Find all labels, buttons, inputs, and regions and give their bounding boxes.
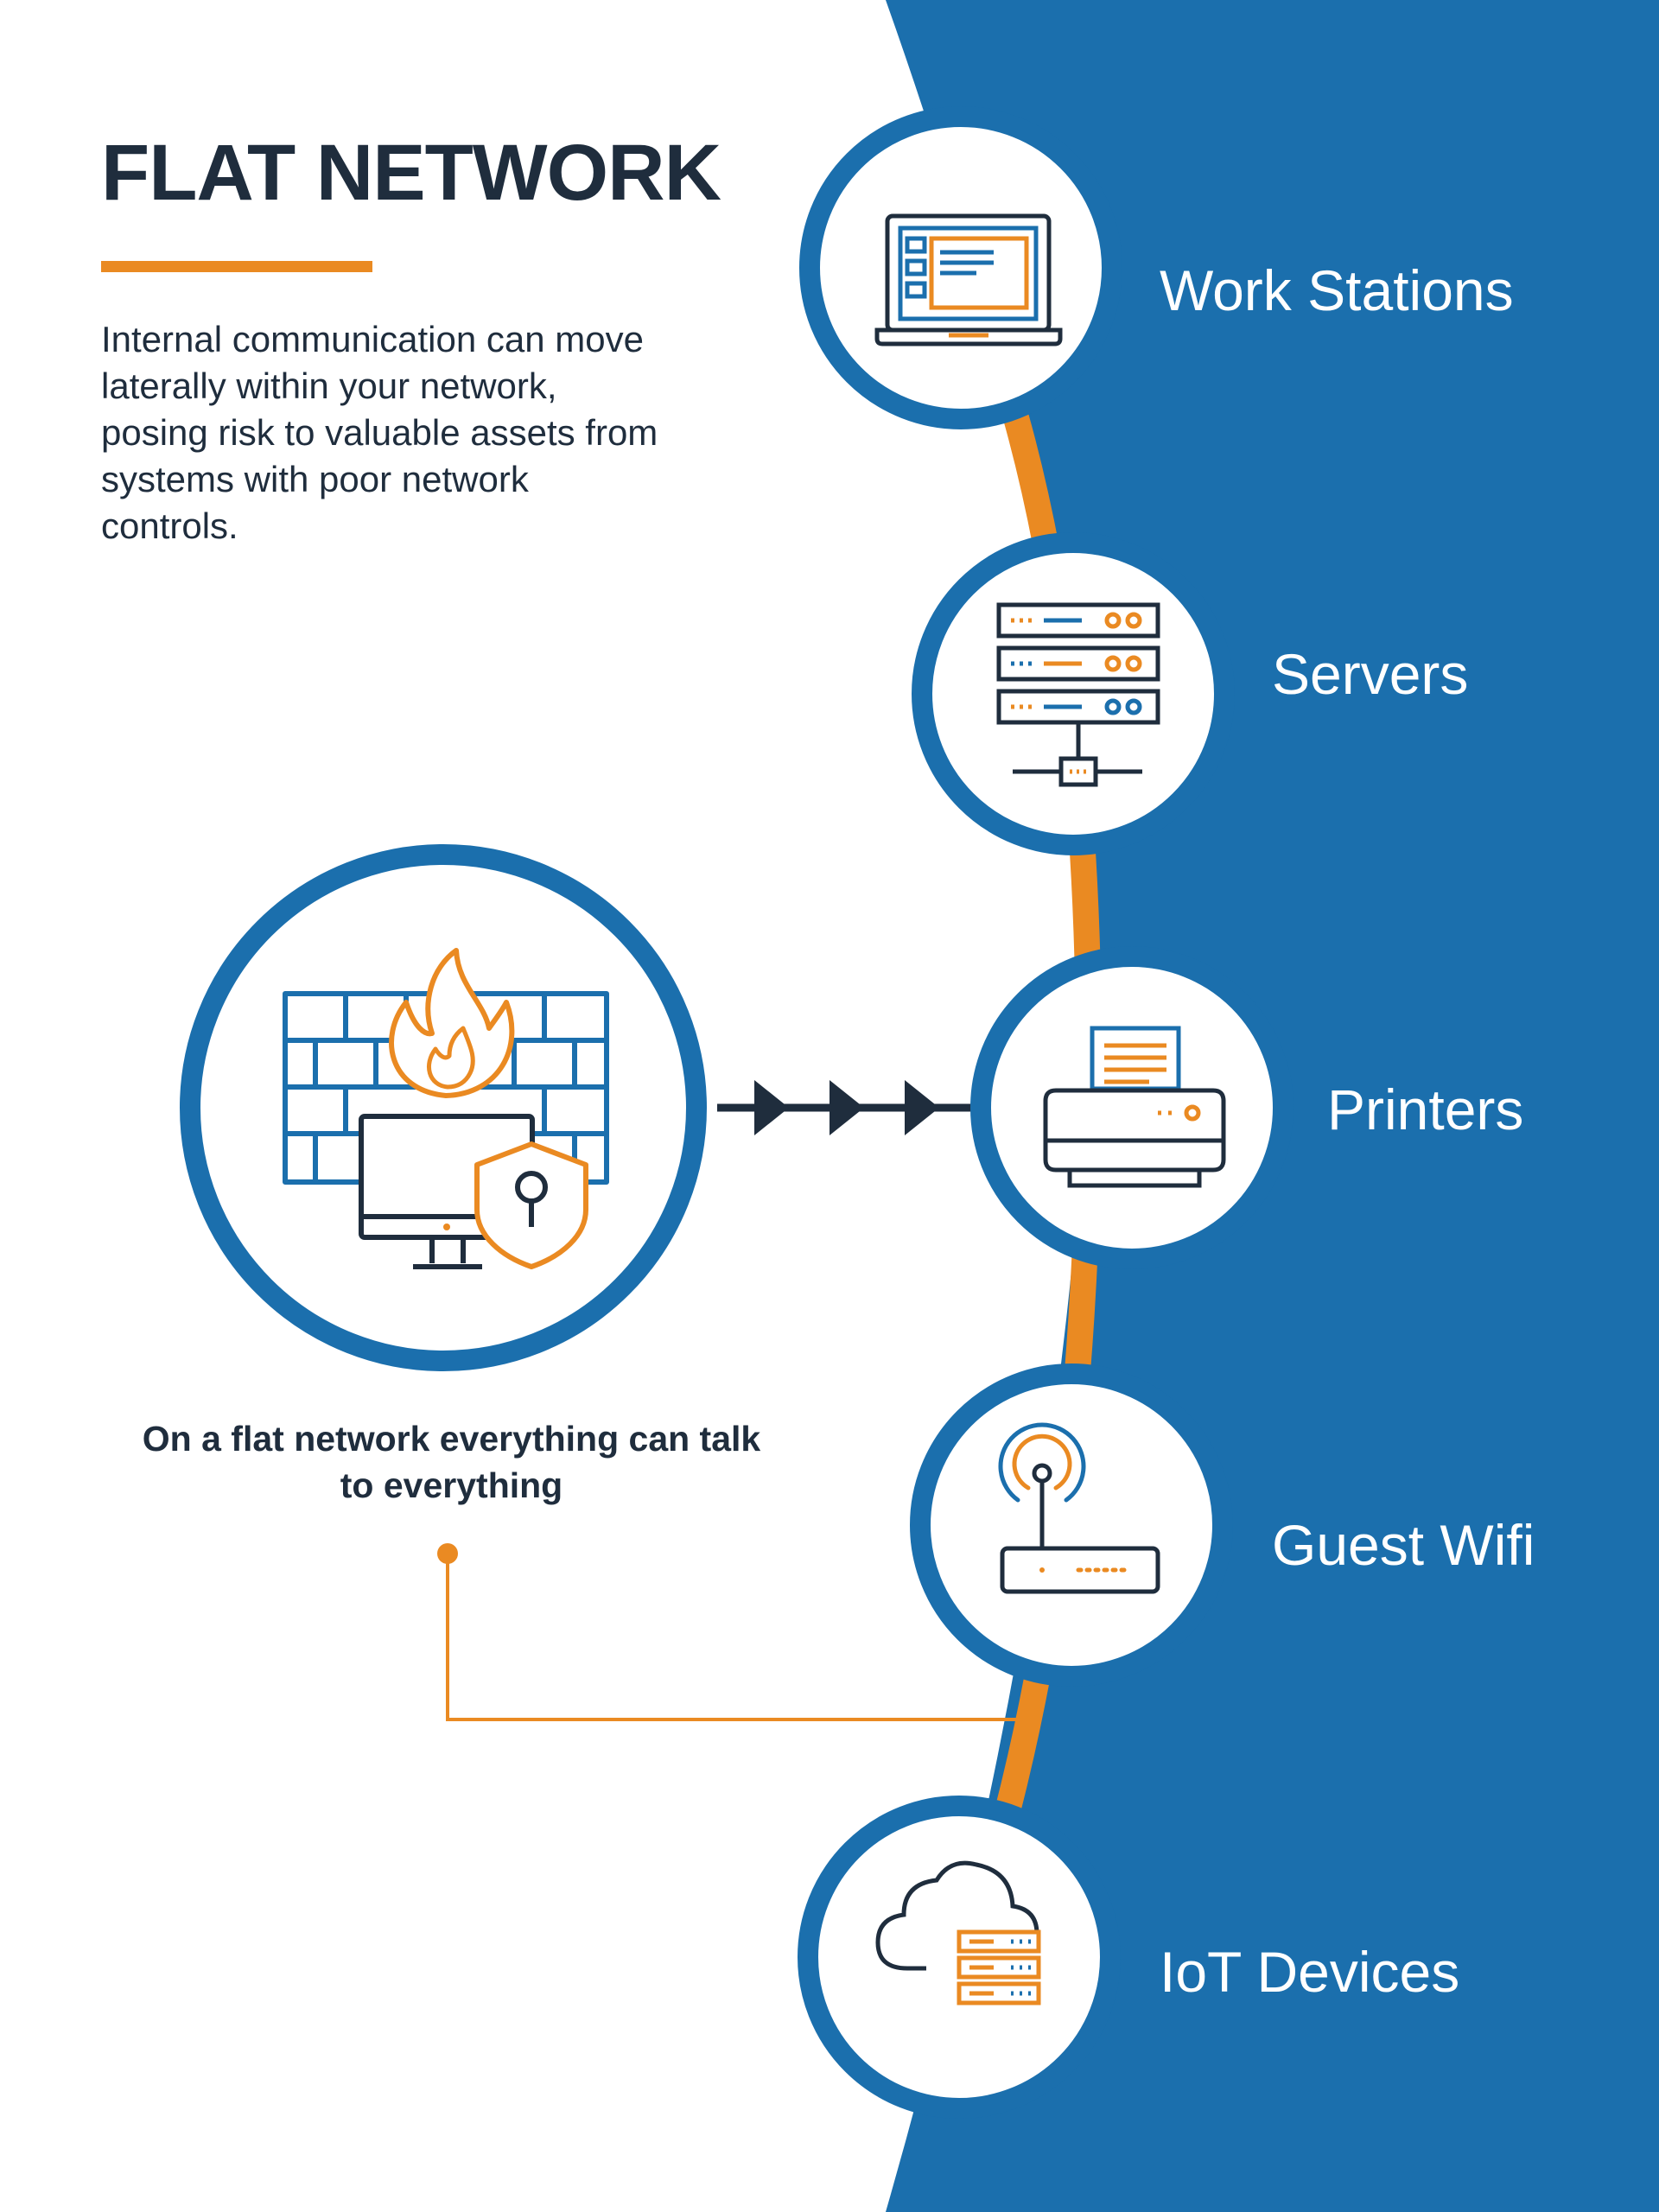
arrow-connector <box>717 1080 972 1135</box>
firewall-hub <box>180 844 707 1371</box>
server-rack-icon <box>996 602 1160 787</box>
page-title: FLAT NETWORK <box>101 129 721 217</box>
diagram-caption: On a flat network everything can talk to… <box>142 1419 761 1505</box>
firewall-icon <box>283 948 609 1269</box>
printer-icon <box>1043 1026 1226 1188</box>
cloud-server-icon <box>875 1860 1041 2005</box>
title-underline <box>101 261 372 272</box>
label-guest-wifi: Guest Wifi <box>1272 1513 1535 1577</box>
caption-callout-line <box>437 1543 1027 1721</box>
label-work-stations: Work Stations <box>1160 258 1514 322</box>
node-work-stations <box>799 106 1122 429</box>
wifi-router-icon <box>998 1422 1160 1594</box>
node-iot-devices <box>798 1796 1121 2119</box>
label-servers: Servers <box>1272 642 1469 706</box>
description-text: Internal communication can move laterall… <box>101 319 658 546</box>
node-servers <box>912 532 1235 855</box>
label-iot-devices: IoT Devices <box>1160 1940 1460 2004</box>
node-printers <box>970 946 1294 1269</box>
laptop-icon <box>874 213 1063 346</box>
label-printers: Printers <box>1327 1077 1524 1141</box>
node-guest-wifi <box>910 1363 1233 1687</box>
